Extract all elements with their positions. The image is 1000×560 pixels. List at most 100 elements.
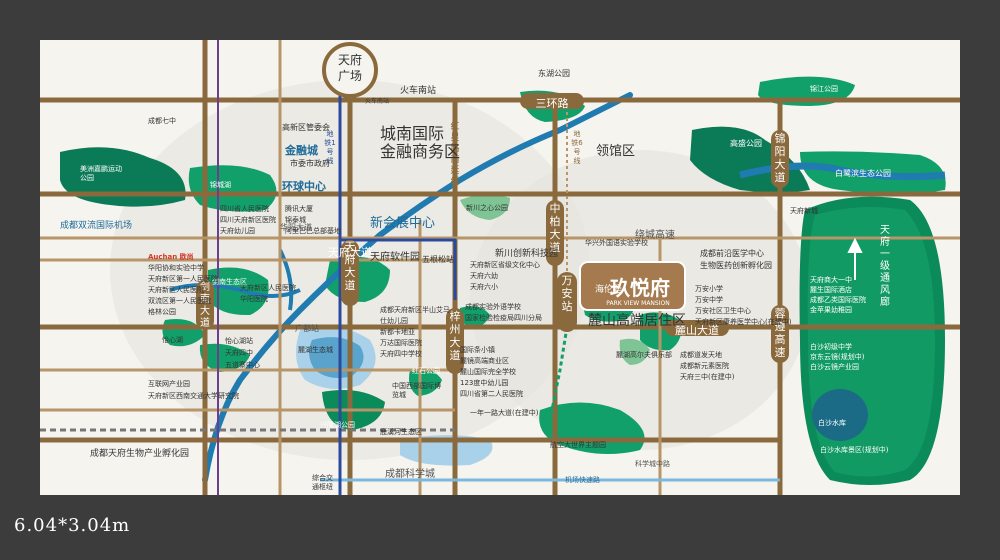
- poi-item: 天府六幼: [470, 272, 498, 280]
- poi-item: 华阳医院: [240, 295, 268, 303]
- poi-item: 阿里巴巴总部基地: [285, 227, 341, 235]
- road-label-tianfu: 天府大道: [328, 245, 372, 259]
- poi-item: 天府商大一中: [810, 276, 852, 284]
- poi-item: 京东云镜(规划中): [810, 353, 865, 361]
- poi-list-left-2: Auchan 欧尚 华阳协和实验中学 天府新区第一人民医院 天府新区人民医院 双…: [148, 252, 218, 318]
- road-label-jianyang: 锦阳大道: [774, 132, 786, 184]
- tianfu-plaza-badge[interactable]: [322, 42, 378, 98]
- minor-roads: [40, 40, 960, 495]
- poi-list-center-2: 成都实验外语学校 国家检验检疫局四川分局: [465, 302, 542, 324]
- map-board: 天府 广场 天府大道 海伦堡 玖悦府 PARK VIEW MANSION: [40, 40, 960, 495]
- poi-list-far-right: 天府商大一中 麓生国际酒店 成都乙类国际医院 金苹果幼稚园: [810, 275, 866, 315]
- poi-item: 万安中学: [695, 296, 723, 304]
- park-baisha: 白沙水库: [818, 419, 846, 427]
- poi-item: 成都七中: [148, 117, 176, 125]
- poi-list-center: 天府新区省级文化中心 天府六幼 天府六小: [470, 260, 540, 293]
- project-name: 玖悦府: [610, 276, 670, 300]
- poi-list-right-2: 成都前沿医学中心 生物医药创新孵化园: [700, 248, 772, 272]
- park-meizhou: 美洲嘉鹏运动公园: [80, 165, 122, 182]
- district-huanqiu: 环球中心: [282, 180, 326, 193]
- poi-list-mid-4: 成都天府新区半山艾马仕幼儿园 新都卡地亚 万达国际医院 天府四中学校: [380, 305, 450, 360]
- station-label-guangdu: 广都站: [295, 324, 319, 333]
- road-label-chengya: 蓉遵高速: [774, 307, 786, 359]
- district-lingshang: 领馆区: [596, 144, 636, 159]
- road-network: [40, 40, 960, 495]
- road-badge-jianyang: [771, 130, 789, 188]
- poi-item: 天府三中(在建中): [680, 373, 735, 381]
- district-convention: 新会展中心: [370, 216, 436, 231]
- poi-list-right-3: 万安小学 万安中学 万安社区卫生中心 天府新区康养医学中心(在建中): [695, 284, 791, 328]
- poi-item: 华兴外国语实验学校: [585, 239, 648, 247]
- road-label-hongxing: 红星路南延线: [450, 122, 460, 187]
- road-badge-jiannan: [196, 280, 214, 330]
- science-lake: [400, 435, 493, 466]
- baisha-reservoir: [812, 389, 868, 441]
- river-branch-2: [169, 283, 301, 298]
- district-lushan: 麓山高端居住区: [588, 313, 686, 329]
- park-yixin: 怡心湖: [162, 336, 183, 344]
- metro-line-18: [340, 238, 457, 300]
- road-badge-wanan: [557, 272, 577, 332]
- park-jincheng: 锦城湖: [210, 181, 231, 189]
- district-airport: 成都双流国际机场: [60, 221, 133, 231]
- poi-item: 天府新区第一人民医院: [148, 275, 218, 283]
- board-size-label: 6.04*3.04m: [14, 515, 131, 536]
- poi-list-right-4: 成都道发天地 成都新元素医院 天府三中(在建中): [680, 350, 734, 383]
- poi-item: 天府四中学校: [380, 350, 422, 358]
- park-xinchuan: 新川之心公园: [466, 204, 508, 212]
- poi-item: 天府新区西南交通大学研究院: [148, 392, 239, 400]
- park-hangkong: 航空大世界主题园: [550, 441, 606, 449]
- road-label-huayang: 华阳大道: [280, 223, 312, 232]
- poi-item: 五道寨中心: [225, 361, 260, 369]
- district-cbd-1: 城南国际: [380, 124, 445, 143]
- lushan-green-3: [619, 338, 650, 365]
- poi-baisha-scenic: 白沙水库景区(规划中): [820, 446, 889, 454]
- poi-tianfu-new-city: 天府新城: [790, 207, 818, 215]
- poi-item: 腾讯大厦: [285, 205, 313, 213]
- road-label-sanhuan: 三环路: [535, 97, 569, 110]
- district-lushan-green: 麓湖生态城: [298, 346, 333, 354]
- wuyu-green: [459, 306, 490, 328]
- poi-item: 一年一路大道(在建中): [470, 409, 539, 417]
- road-badge-lushan: [665, 320, 729, 336]
- road-label-corridor: 天府一级通风廊: [880, 225, 890, 308]
- poi-item: 锦泰城: [285, 216, 306, 224]
- poi-item: 天府新区康养医学中心(在建中): [695, 318, 792, 326]
- road-label-jiannan: 剑南大道: [200, 282, 210, 329]
- poi-item: 互联网产业园: [148, 380, 190, 388]
- metro-label-1: 地铁1号线: [324, 130, 336, 165]
- plaza-line2: 广场: [338, 69, 362, 83]
- district-software: 天府软件园: [370, 252, 420, 263]
- poi-item: 成都道发天地: [680, 351, 722, 359]
- district-city-gov: 市委市政府: [290, 159, 330, 168]
- label-layer: 天府大道 中柏大道 梓州大道 剑南大道 锦阳大道 蓉遵高速 万安站 红星路南延线…: [40, 40, 960, 495]
- hongshi-park: [409, 368, 442, 396]
- poi-item: 麓山国际完全学校: [460, 368, 516, 376]
- poi-list-center-4: 一年一路大道(在建中): [470, 408, 538, 418]
- poi-list-mid-3: 天府新区人民医院 华阳医院: [240, 283, 296, 305]
- poi-auchan: Auchan 欧尚: [148, 253, 194, 261]
- poi-item: 麓生国际酒店: [810, 286, 852, 294]
- project-badge[interactable]: [579, 261, 686, 311]
- district-wuge: 五根松站: [422, 255, 454, 264]
- poi-item: 天府新区人民医院: [148, 286, 204, 294]
- district-science: 成都科学城: [385, 469, 435, 480]
- poi-item: 万达国际医院: [380, 339, 422, 347]
- metro-label-6: 地铁6号线: [571, 130, 583, 165]
- park-jinjiang: 锦江公园: [810, 85, 838, 93]
- poi-item: 生物医药创新孵化园: [700, 261, 772, 270]
- park-donghu: 东湖公园: [538, 69, 570, 78]
- map-svg: 天府 广场 天府大道 海伦堡 玖悦府 PARK VIEW MANSION: [40, 40, 960, 495]
- yixin-lake-park: [199, 343, 250, 372]
- poi-item: 天府幼儿园: [220, 227, 255, 235]
- road-badge-tianfu: 天府大道: [328, 240, 372, 306]
- road-label-lushan: 麓山大道: [675, 324, 719, 337]
- project-marker[interactable]: 海伦堡 玖悦府 PARK VIEW MANSION: [579, 261, 686, 311]
- road-badge-zizhou: [446, 308, 464, 374]
- road-label-jichang: 机场快速路: [565, 476, 600, 484]
- district-shengtai: 鹿溪河生态区: [380, 428, 422, 436]
- district-jiaoche: 中国西部国际博览城: [392, 382, 441, 399]
- district-xinchuan-keji: 新川创新科技园: [495, 249, 559, 259]
- poi-item: 双流区第一人民医院: [148, 297, 211, 305]
- park-xinglong: 兴隆湖公园: [320, 421, 355, 429]
